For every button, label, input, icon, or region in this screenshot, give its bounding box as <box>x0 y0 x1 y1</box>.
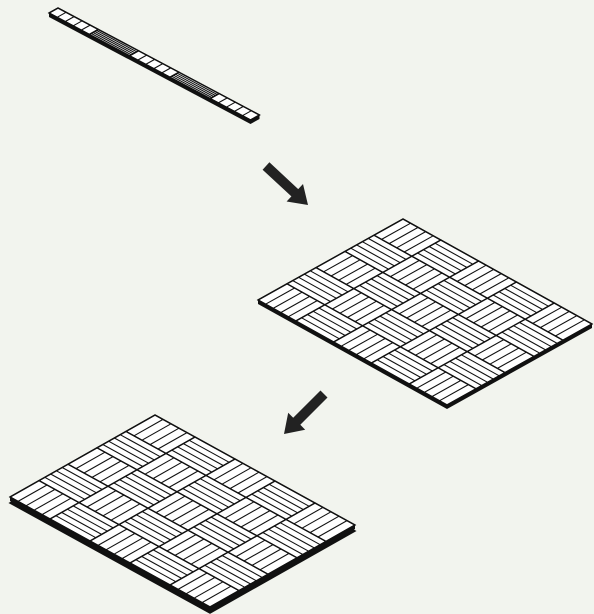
arrow-down-right-shape <box>263 162 308 205</box>
panel-surface <box>258 219 592 405</box>
arrow-down-right-icon <box>263 162 308 205</box>
parquet-panel-on-base <box>10 415 355 613</box>
arrow-down-left-icon <box>284 391 328 435</box>
parquet-panel <box>258 219 592 409</box>
panel-surface <box>49 8 260 120</box>
parquet-strip <box>49 8 260 124</box>
arrow-down-left-shape <box>284 391 328 435</box>
